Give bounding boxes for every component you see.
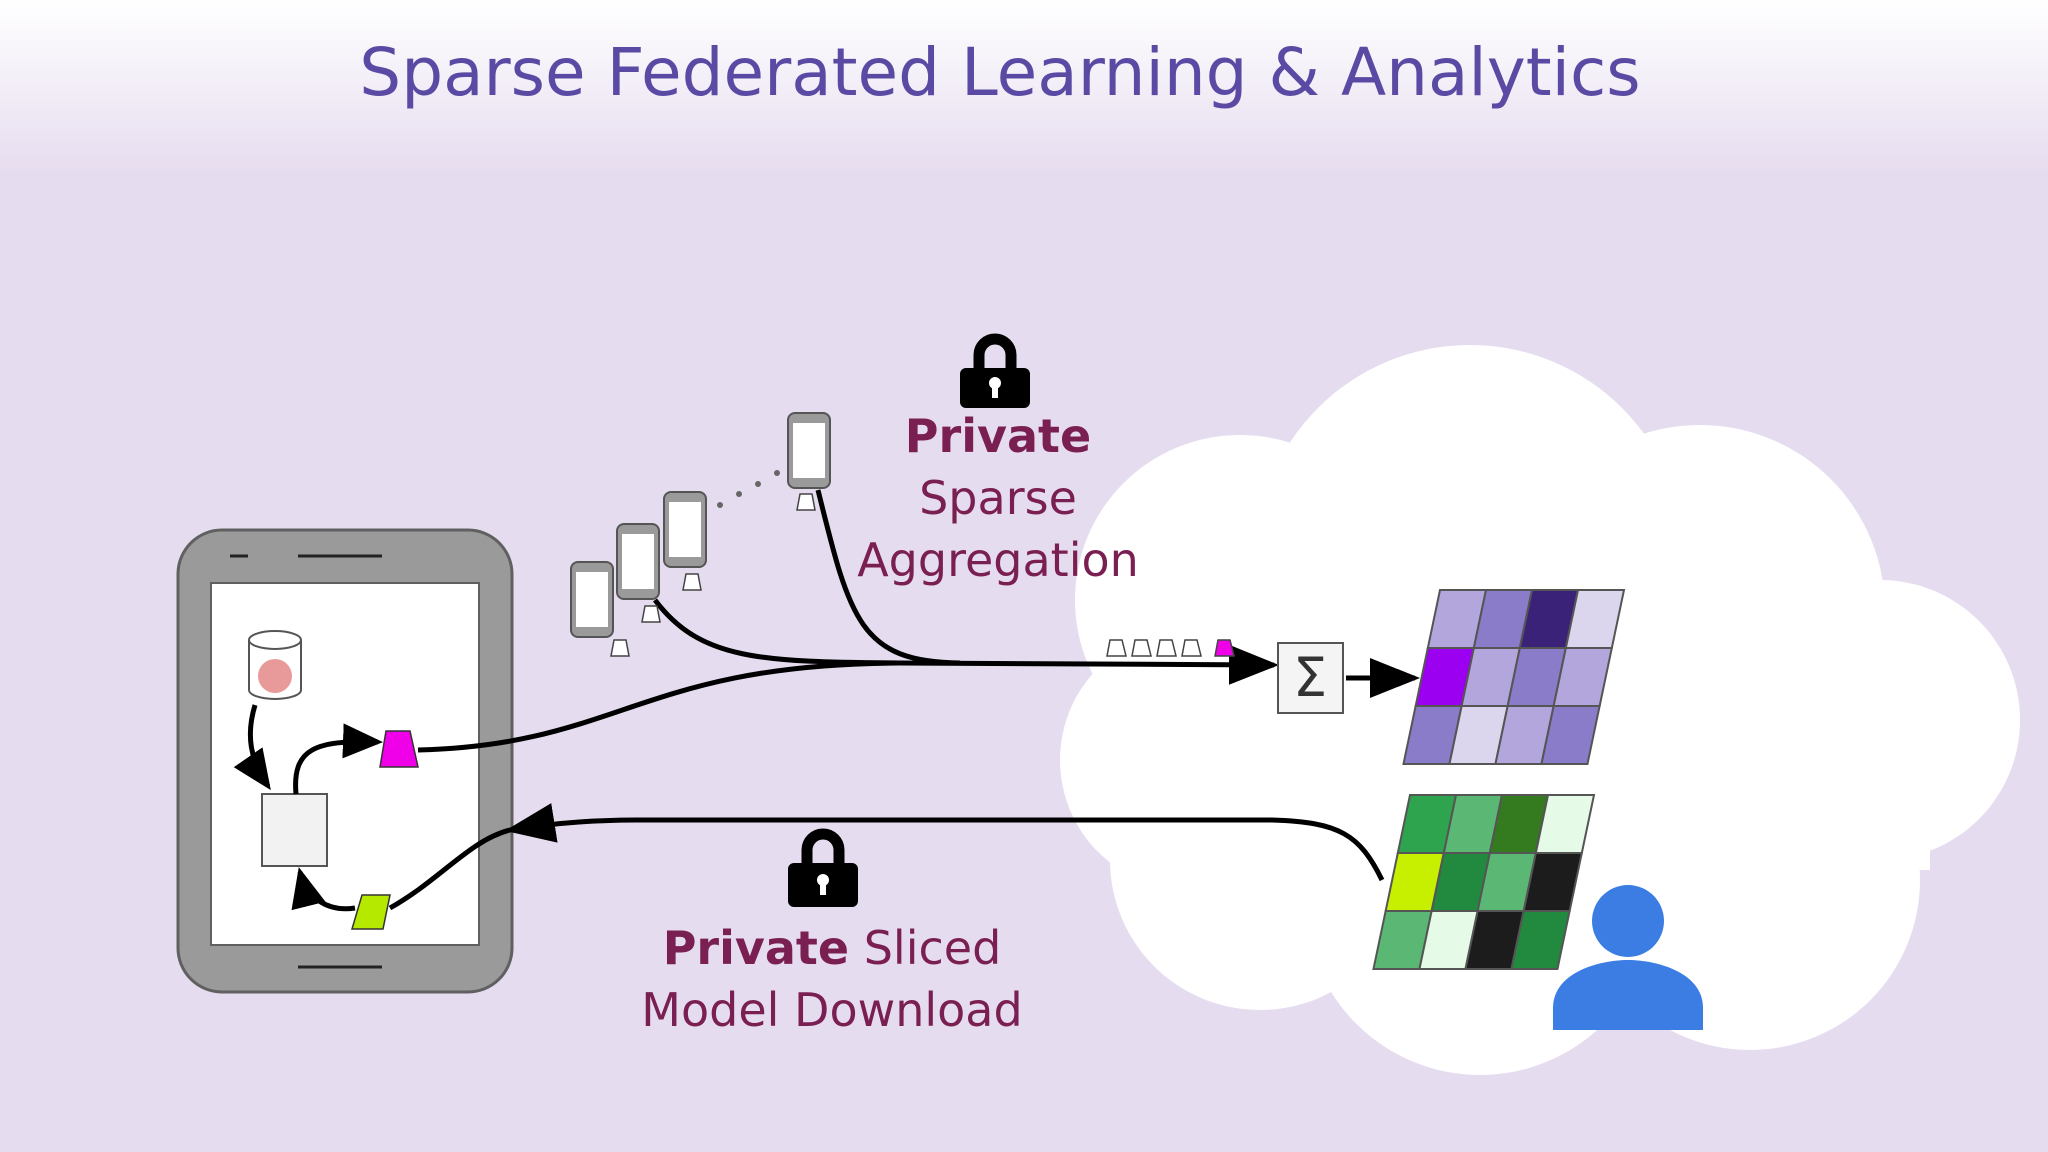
upload-label-line2: Sparse [919, 471, 1077, 525]
update-trapezoid [379, 730, 419, 768]
download-flow-lower [388, 827, 511, 911]
phone-icon [616, 523, 661, 623]
upload-flow-phone2 [653, 598, 901, 666]
upload-flow-main [417, 644, 1279, 753]
download-label: Private Sliced Model Download [641, 921, 1022, 1037]
download-label-line1: Private Sliced [663, 921, 1002, 975]
sum-icon: Σ [1277, 642, 1344, 714]
other-devices [570, 412, 831, 657]
database-icon [248, 630, 302, 700]
grid-cell [1540, 705, 1601, 765]
sum-symbol: Σ [1293, 646, 1327, 709]
phone-icon [787, 412, 831, 511]
download-label-bold: Private [663, 921, 849, 975]
lock-icon [960, 333, 1030, 408]
download-flow [505, 803, 1385, 882]
user-icon [1553, 885, 1703, 1030]
download-label-rest: Sliced [849, 921, 1001, 975]
model-box [261, 793, 328, 867]
server-model-grid [1372, 794, 1596, 970]
upload-label: Private Sparse Aggregation [857, 409, 1139, 587]
grid-cell [1510, 910, 1571, 970]
cloud-icon [1060, 345, 2020, 1075]
upload-label-line1: Private [905, 409, 1091, 463]
phone-icon [176, 528, 514, 994]
data-to-model-arrow [233, 704, 271, 791]
queued-updates [1106, 639, 1235, 657]
ellipsis-dots [717, 470, 780, 508]
model-to-update-arrow [293, 723, 383, 795]
upload-flow-phone4 [815, 489, 961, 666]
aggregated-model-grid [1402, 589, 1626, 765]
phone-icon [663, 491, 707, 591]
slice-to-model-arrow [291, 867, 356, 912]
phone-icon [570, 561, 630, 657]
title-fade [0, 0, 2048, 175]
model-slice [350, 894, 391, 930]
download-label-line2: Model Download [641, 983, 1022, 1037]
page-title: Sparse Federated Learning & Analytics [359, 34, 1640, 111]
upload-label-line3: Aggregation [857, 533, 1139, 587]
lock-icon [788, 828, 858, 907]
